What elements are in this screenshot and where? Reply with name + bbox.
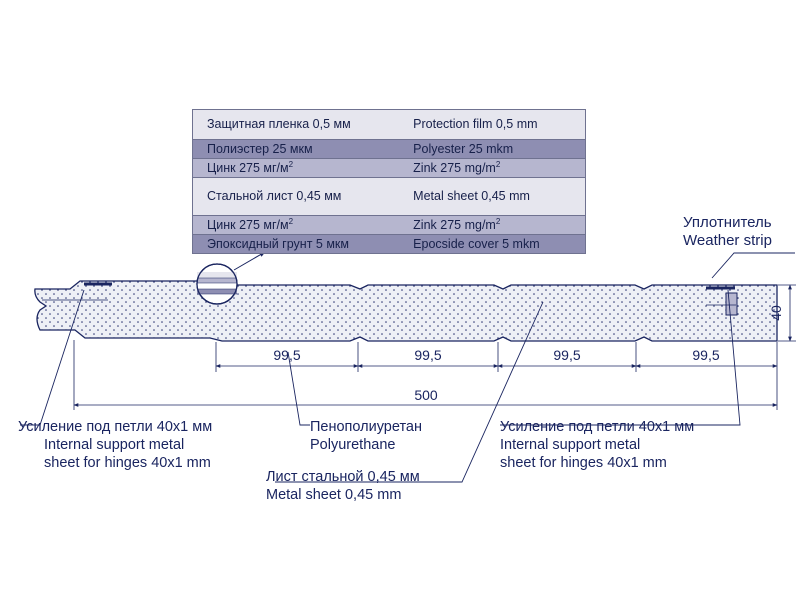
panel-outline xyxy=(34,280,778,342)
layer-name-ru: Защитная пленка 0,5 мм xyxy=(193,110,404,140)
polyurethane-label-en: Polyurethane xyxy=(310,437,395,453)
polyurethane-label-ru: Пенополиуретан xyxy=(310,419,422,435)
layer-row: Стальной лист 0,45 мм Metal sheet 0,45 m… xyxy=(193,177,585,216)
layer-name-ru: Цинк 275 мг/м2 xyxy=(193,158,404,178)
layer-name-en: Zink 275 mg/m2 xyxy=(403,215,585,235)
dim-thickness: 40 xyxy=(768,305,784,321)
metal-sheet-label-en: Metal sheet 0,45 mm xyxy=(266,487,401,503)
dim-segment-3: 99,5 xyxy=(553,347,580,363)
weather-strip-label-en: Weather strip xyxy=(683,232,772,249)
layer-row: Полиэстер 25 мкм Polyester 25 mkm xyxy=(193,139,585,159)
sandwich-panel xyxy=(34,280,778,342)
layer-name-en: Zink 275 mg/m2 xyxy=(403,158,585,178)
layer-name-en: Polyester 25 mkm xyxy=(403,139,585,159)
layer-composition-table: Защитная пленка 0,5 мм Protection film 0… xyxy=(193,110,585,253)
weather-strip-label-ru: Уплотнитель xyxy=(683,214,772,231)
magnifier-detail xyxy=(196,251,266,305)
metal-sheet-label-ru: Лист стальной 0,45 мм xyxy=(266,469,420,485)
hinge-left-label-ru: Усиление под петли 40x1 мм xyxy=(18,419,212,435)
magnifier-pointer xyxy=(233,251,266,271)
layer-name-en: Metal sheet 0,45 mm xyxy=(403,177,585,216)
layer-name-en: Protection film 0,5 mm xyxy=(403,110,585,140)
dim-segment-2: 99,5 xyxy=(414,347,441,363)
layer-row: Защитная пленка 0,5 мм Protection film 0… xyxy=(193,110,585,140)
hinge-right-label-ru: Усиление под петли 40x1 мм xyxy=(500,419,694,435)
hinge-left-label-en1: Internal support metal xyxy=(44,437,184,453)
layer-row: Эпоксидный грунт 5 мкм Epocside cover 5 … xyxy=(193,234,585,253)
layer-name-ru: Полиэстер 25 мкм xyxy=(193,139,404,159)
hinge-left-label-en2: sheet for hinges 40x1 mm xyxy=(44,455,211,471)
layer-name-en: Epocside cover 5 mkm xyxy=(403,234,585,253)
layer-row: Цинк 275 мг/м2 Zink 275 mg/m2 xyxy=(193,215,585,235)
layer-name-ru: Цинк 275 мг/м2 xyxy=(193,215,404,235)
layer-name-ru: Стальной лист 0,45 мм xyxy=(193,177,404,216)
dim-segment-4: 99,5 xyxy=(692,347,719,363)
hinge-right-label-en1: Internal support metal xyxy=(500,437,640,453)
dim-total: 500 xyxy=(414,387,438,403)
layer-name-ru: Эпоксидный грунт 5 мкм xyxy=(193,234,404,253)
layer-row: Цинк 275 мг/м2 Zink 275 mg/m2 xyxy=(193,158,585,178)
dim-segment-1: 99,5 xyxy=(273,347,300,363)
segment-dimension-lines xyxy=(73,284,796,410)
leader-lines xyxy=(20,252,795,483)
weather-strip-seal xyxy=(725,292,738,316)
hinge-right-label-en2: sheet for hinges 40x1 mm xyxy=(500,455,667,471)
